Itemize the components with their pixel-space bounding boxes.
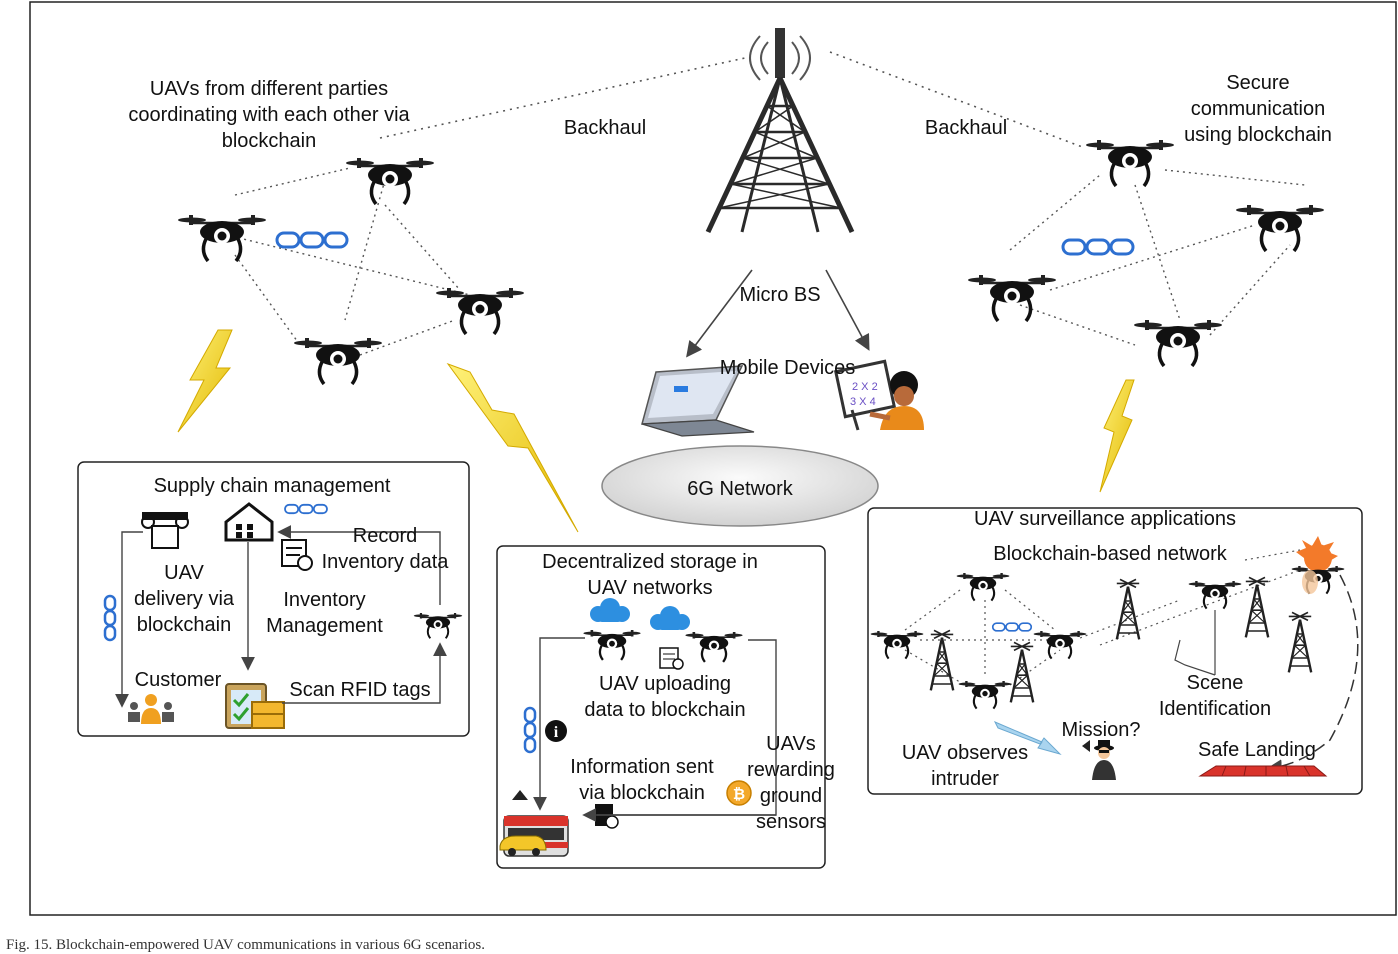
surveillance-uav-3 (1032, 629, 1088, 660)
uav-observes-label: UAV observes intruder (901, 742, 1029, 790)
arrow-to-user (825, 269, 870, 351)
bolt-left-icon (177, 329, 233, 433)
information-sent-label: Information sent via blockchain (570, 756, 714, 804)
surveillance-chain-icon (991, 622, 1033, 632)
tablet-line-2: 3 X 4 (850, 396, 876, 408)
info-icon (545, 720, 567, 742)
arrow-to-laptop (686, 269, 753, 358)
bitcoin-icon: ₿ (726, 780, 752, 806)
uav-uploading-label: UAV uploading data to blockchain (584, 673, 746, 721)
secure-communication-label: Secure communication using blockchain (1184, 72, 1332, 146)
record-document-icon (281, 539, 313, 571)
inventory-uav-icon (412, 612, 464, 640)
upload-document-icon (659, 647, 684, 670)
info-glyph: i (554, 724, 559, 741)
scene-identification-label: Scene Identification (1158, 672, 1272, 720)
svg-text:₿: ₿ (733, 786, 745, 803)
bolt-right-icon (1099, 379, 1135, 493)
cloud-icon-1 (590, 598, 630, 622)
surveillance-uav-5 (1187, 579, 1243, 610)
storage-box (496, 545, 826, 869)
mobile-user-icon: 2 X 2 3 X 4 (833, 359, 924, 431)
storage-uav-2 (684, 630, 744, 664)
storage-chain-icon (523, 706, 537, 754)
small-tower-2-icon (1009, 641, 1035, 704)
landing-path (1267, 574, 1359, 775)
figure-caption: Fig. 15. Blockchain-empowered UAV commun… (6, 937, 485, 953)
tablet-line-1: 2 X 2 (852, 381, 878, 393)
small-tower-3-icon (1115, 578, 1141, 641)
left-uav-swarm (176, 156, 526, 386)
6g-network-label: 6G Network (687, 478, 793, 500)
intruder-icon (1082, 740, 1116, 780)
micro-bs-tower-icon (705, 28, 855, 234)
blockchain-network-label: Blockchain-based network (993, 543, 1227, 565)
warehouse-icon (224, 502, 274, 542)
inventory-management-label: Inventory Management (266, 589, 383, 637)
right-uav-swarm (966, 138, 1326, 368)
micro-bs-label: Micro BS (739, 284, 821, 306)
bolt-center-icon (446, 362, 579, 533)
backhaul-left-label: Backhaul (563, 117, 647, 139)
damaged-uav-icon (1290, 536, 1346, 595)
cloud-icon-2 (650, 606, 690, 630)
observation-arrow (993, 721, 1062, 755)
small-tower-1-icon (929, 629, 955, 692)
delivery-uav-icon (141, 512, 189, 549)
scan-rfid-label: Scan RFID tags (289, 679, 431, 701)
uavs-coordinating-label: UAVs from different parties coordinating… (128, 78, 410, 152)
supply-chain-title: Supply chain management (153, 475, 391, 497)
customer-group-icon (128, 694, 174, 724)
supply-chain-link-icon (284, 503, 328, 515)
surveillance-uav-4 (957, 679, 1013, 710)
surveillance-box (867, 507, 1363, 795)
storage-uav-1 (582, 628, 642, 662)
record-inventory-label: Record Inventory data (321, 525, 449, 573)
storage-title: Decentralized storage in UAV networks (542, 551, 758, 599)
download-document-icon (595, 804, 619, 829)
small-tower-4-icon (1244, 576, 1270, 639)
vehicles-icon (499, 790, 569, 857)
rfid-clipboard-icon (225, 683, 285, 729)
mobile-devices-label: Mobile Devices (719, 357, 856, 379)
landing-pad-icon (1198, 765, 1328, 777)
surveillance-links (904, 549, 1301, 686)
outer-frame (29, 1, 1397, 916)
surveillance-uav-2 (869, 629, 925, 660)
customer-label: Customer (134, 669, 222, 691)
laptop-icon (641, 365, 755, 437)
small-tower-5-icon (1287, 611, 1313, 674)
mission-label: Mission? (1061, 719, 1141, 741)
uav-delivery-label: UAV delivery via blockchain (133, 562, 235, 636)
safe-landing-label: Safe Landing (1198, 739, 1316, 761)
uavs-rewarding-label: UAVs rewarding ground sensors (747, 733, 835, 833)
supply-chain-box (77, 461, 470, 737)
6g-network-ellipse (601, 445, 879, 527)
backhaul-right-label: Backhaul (924, 117, 1008, 139)
surveillance-title: UAV surveillance applications (974, 508, 1236, 530)
surveillance-uav-1 (955, 571, 1011, 602)
